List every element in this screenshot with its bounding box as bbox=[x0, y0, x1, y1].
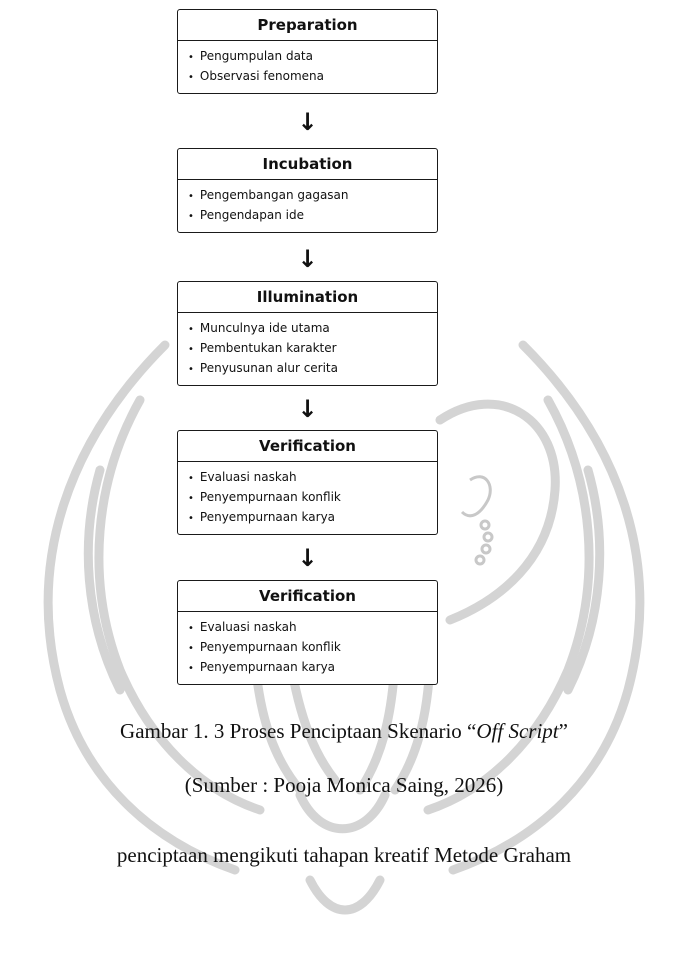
stage-item: Pembentukan karakter bbox=[188, 339, 437, 359]
stage-item-list: Evaluasi naskah Penyempurnaan konflik Pe… bbox=[178, 612, 437, 684]
down-arrow-icon: ↓ bbox=[297, 108, 318, 136]
caption-title-italic: Off Script bbox=[476, 719, 559, 743]
stage-box-verification: Verification Evaluasi naskah Penyempurna… bbox=[177, 430, 438, 535]
stage-item: Pengembangan gagasan bbox=[188, 186, 437, 206]
down-arrow-icon: ↓ bbox=[297, 245, 318, 273]
stage-box-illumination: Illumination Munculnya ide utama Pembent… bbox=[177, 281, 438, 386]
stage-title: Illumination bbox=[178, 282, 437, 313]
stage-box-incubation: Incubation Pengembangan gagasan Pengenda… bbox=[177, 148, 438, 233]
stage-item: Pengendapan ide bbox=[188, 206, 437, 226]
stage-item: Pengumpulan data bbox=[188, 47, 437, 67]
down-arrow-icon: ↓ bbox=[297, 544, 318, 572]
stage-item: Evaluasi naskah bbox=[188, 618, 437, 638]
body-paragraph-line: penciptaan mengikuti tahapan kreatif Met… bbox=[116, 843, 572, 867]
stage-item-list: Pengembangan gagasan Pengendapan ide bbox=[178, 180, 437, 232]
figure-source: (Sumber : Pooja Monica Saing, 2026) bbox=[184, 773, 504, 797]
caption-suffix: ” bbox=[558, 719, 568, 743]
stage-item-list: Pengumpulan data Observasi fenomena bbox=[178, 41, 437, 93]
stage-item: Evaluasi naskah bbox=[188, 468, 437, 488]
figure-caption: Gambar 1. 3 Proses Penciptaan Skenario “… bbox=[0, 719, 688, 744]
stage-item: Munculnya ide utama bbox=[188, 319, 437, 339]
stage-title: Preparation bbox=[178, 10, 437, 41]
down-arrow-icon: ↓ bbox=[297, 395, 318, 423]
stage-item-list: Munculnya ide utama Pembentukan karakter… bbox=[178, 313, 437, 385]
stage-item-list: Evaluasi naskah Penyempurnaan konflik Pe… bbox=[178, 462, 437, 534]
stage-item: Penyusunan alur cerita bbox=[188, 359, 437, 379]
caption-prefix: Gambar 1. 3 Proses Penciptaan Skenario “ bbox=[120, 719, 477, 743]
stage-item: Penyempurnaan konflik bbox=[188, 488, 437, 508]
stage-item: Penyempurnaan karya bbox=[188, 508, 437, 528]
stage-item: Observasi fenomena bbox=[188, 67, 437, 87]
stage-box-verification-2: Verification Evaluasi naskah Penyempurna… bbox=[177, 580, 438, 685]
stage-item: Penyempurnaan konflik bbox=[188, 638, 437, 658]
stage-title: Incubation bbox=[178, 149, 437, 180]
stage-title: Verification bbox=[178, 431, 437, 462]
stage-box-preparation: Preparation Pengumpulan data Observasi f… bbox=[177, 9, 438, 94]
stage-item: Penyempurnaan karya bbox=[188, 658, 437, 678]
stage-title: Verification bbox=[178, 581, 437, 612]
